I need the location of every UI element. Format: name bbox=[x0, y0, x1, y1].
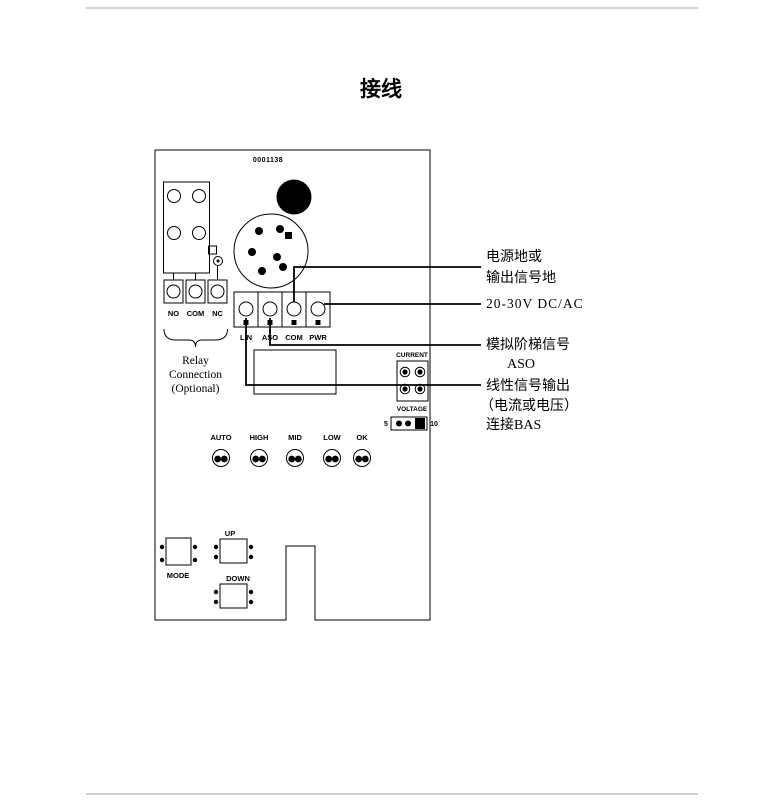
relay-terminal-label-no: NO bbox=[168, 309, 179, 318]
relay-note-line2: Connection bbox=[169, 369, 222, 381]
capacitor-dot bbox=[276, 179, 312, 215]
io-terminal-label-pwr: PWR bbox=[309, 333, 327, 342]
jumper-current-label: CURRENT bbox=[396, 352, 428, 359]
led-label-mid: MID bbox=[288, 433, 302, 442]
annotation-power: 20-30V DC/AC bbox=[486, 296, 584, 311]
jumper-voltage-label: VOLTAGE bbox=[397, 406, 428, 413]
relay-component-square bbox=[208, 245, 217, 255]
led-icon-mid bbox=[286, 449, 304, 467]
up-button: UP bbox=[213, 529, 254, 564]
annotation-lin-line1: 线性信号输出 bbox=[486, 378, 570, 394]
leader-ground bbox=[293, 266, 481, 302]
page-title: 接线 bbox=[360, 77, 402, 101]
relay-note-brace bbox=[163, 328, 228, 348]
display-module bbox=[253, 349, 337, 395]
relay-terminal-block: NO COM NC bbox=[163, 279, 228, 318]
up-button-label: UP bbox=[225, 529, 235, 538]
led-label-high: HIGH bbox=[250, 433, 269, 442]
relay-terminal-label-nc: NC bbox=[212, 309, 223, 318]
relay-contact bbox=[192, 226, 206, 240]
mode-button: MODE bbox=[159, 537, 198, 580]
jumper-block: CURRENT VOLTAGE 5 10 bbox=[384, 352, 438, 431]
board-serial: 0001138 bbox=[253, 157, 283, 164]
annotation-lin-line2: （电流或电压） bbox=[480, 398, 578, 414]
io-terminal-label-com: COM bbox=[285, 333, 303, 342]
io-terminal-block: LIN ASO COM PWR bbox=[233, 291, 331, 342]
relay-block bbox=[163, 181, 223, 280]
annotation-lin-line3: 连接BAS bbox=[486, 416, 541, 433]
buzzer bbox=[233, 213, 309, 289]
relay-contact bbox=[167, 189, 181, 203]
board-outline bbox=[154, 149, 431, 621]
annotation-ground: 电源地或 输出信号地 bbox=[486, 249, 556, 286]
led-icon-high bbox=[250, 449, 268, 467]
led-icon-auto bbox=[212, 449, 230, 467]
leader-lin bbox=[245, 318, 481, 386]
relay-note-line1: Relay bbox=[182, 355, 209, 367]
led-icon-low bbox=[323, 449, 341, 467]
relay-contact bbox=[192, 189, 206, 203]
down-button: DOWN bbox=[213, 574, 254, 609]
relay-note-line3: (Optional) bbox=[172, 383, 220, 395]
relay-contact bbox=[167, 226, 181, 240]
led-label-low: LOW bbox=[323, 433, 341, 442]
status-led-row: AUTO HIGH MID LOW OK bbox=[210, 433, 371, 467]
jumper-max-label: 10 bbox=[430, 421, 438, 428]
annotation-ground-line1: 电源地或 bbox=[486, 249, 542, 265]
leader-aso bbox=[269, 318, 481, 346]
relay-component-circle bbox=[213, 256, 223, 266]
led-label-ok: OK bbox=[356, 433, 368, 442]
annotation-ground-line2: 输出信号地 bbox=[486, 270, 556, 286]
buzzer-key-pad bbox=[285, 232, 292, 239]
annotation-aso-line1: 模拟阶梯信号 bbox=[486, 337, 570, 353]
annotation-aso: 模拟阶梯信号 ASO bbox=[486, 337, 570, 372]
down-button-label: DOWN bbox=[226, 574, 250, 583]
mode-button-label: MODE bbox=[167, 571, 190, 580]
led-icon-ok bbox=[353, 449, 371, 467]
relay-terminal-label-com: COM bbox=[187, 309, 205, 318]
annotation-lin: 线性信号输出 （电流或电压） 连接BAS bbox=[480, 378, 578, 433]
jumper-min-label: 5 bbox=[384, 421, 388, 428]
led-label-auto: AUTO bbox=[210, 433, 231, 442]
annotation-aso-line2: ASO bbox=[507, 357, 535, 372]
